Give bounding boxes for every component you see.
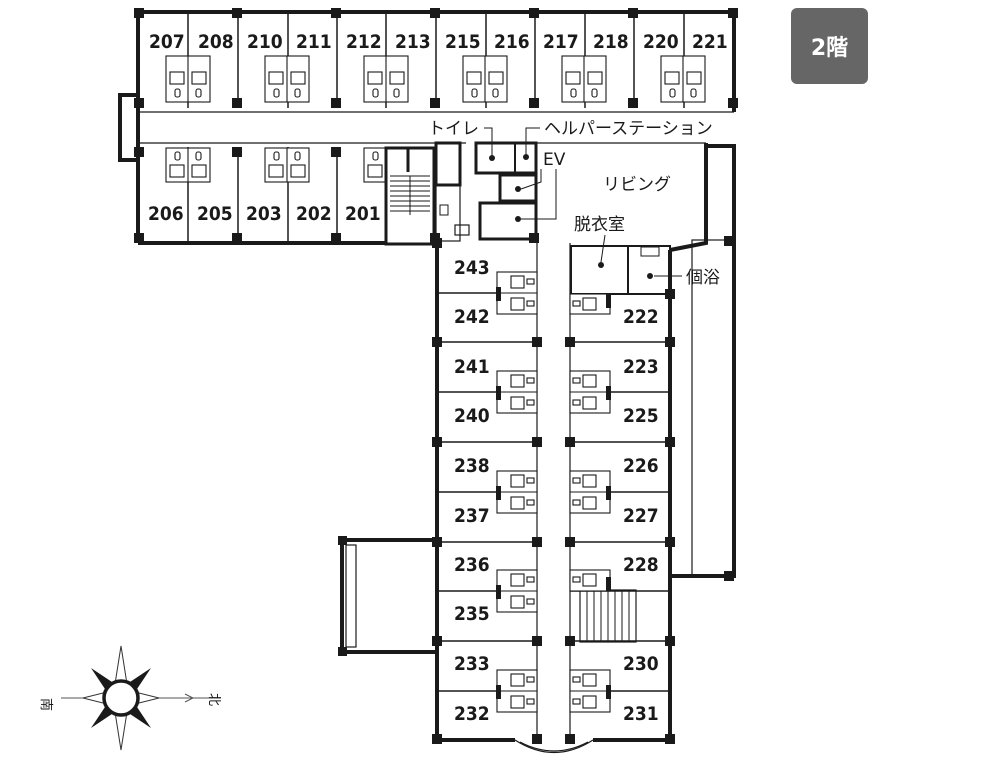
room-202: 202 [296, 203, 332, 225]
room-230: 230 [623, 653, 659, 675]
label-changing-room: 脱衣室 [574, 215, 625, 235]
room-203: 203 [246, 203, 282, 225]
room-227: 227 [623, 505, 659, 527]
room-208: 208 [198, 31, 234, 53]
room-212: 212 [346, 31, 382, 53]
label-living: リビング [603, 175, 671, 195]
room-231: 231 [623, 703, 659, 725]
room-217: 217 [543, 31, 579, 53]
south-wing-walls [338, 236, 734, 754]
room-240: 240 [454, 405, 490, 427]
room-228: 228 [623, 554, 659, 576]
label-helper-station: ヘルパーステーション [544, 119, 713, 139]
room-218: 218 [593, 31, 629, 53]
top-bathroom-units [165, 55, 706, 183]
room-237: 237 [454, 505, 490, 527]
compass-south: 南 [38, 698, 54, 711]
label-ev: EV [543, 150, 566, 170]
room-243: 243 [454, 257, 490, 279]
room-242: 242 [454, 306, 490, 328]
room-213: 213 [395, 31, 431, 53]
room-211: 211 [296, 31, 332, 53]
room-225: 225 [623, 405, 659, 427]
room-233: 233 [454, 653, 490, 675]
room-210: 210 [247, 31, 283, 53]
compass-rose: 南 北 [38, 645, 221, 751]
label-private-bath: 個浴 [686, 268, 720, 288]
south-left-unit-walls [496, 287, 501, 699]
room-220: 220 [643, 31, 679, 53]
label-toilet: トイレ [428, 119, 479, 139]
floor-badge: 2階 [791, 8, 868, 84]
room-205: 205 [197, 203, 233, 225]
room-232: 232 [454, 703, 490, 725]
room-226: 226 [623, 455, 659, 477]
room-numbers: 207 208 210 211 212 213 215 216 217 218 … [148, 31, 728, 725]
compass-icon [61, 645, 221, 751]
south-right-bathroom-units [569, 293, 611, 713]
room-206: 206 [148, 203, 184, 225]
room-223: 223 [623, 356, 659, 378]
room-222: 222 [623, 306, 659, 328]
room-216: 216 [494, 31, 530, 53]
south-left-bathroom-units [496, 271, 538, 713]
room-207: 207 [149, 31, 185, 53]
room-235: 235 [454, 603, 490, 625]
room-221: 221 [692, 31, 728, 53]
compass-north: 北 [206, 693, 221, 706]
room-201: 201 [345, 203, 381, 225]
room-241: 241 [454, 356, 490, 378]
east-wing-walls [570, 143, 736, 578]
room-215: 215 [445, 31, 481, 53]
facility-labels: トイレ ヘルパーステーション EV リビング 脱衣室 個浴 [428, 119, 720, 288]
room-238: 238 [454, 455, 490, 477]
room-236: 236 [454, 554, 490, 576]
service-core [384, 127, 557, 246]
south-right-unit-walls [606, 294, 611, 699]
